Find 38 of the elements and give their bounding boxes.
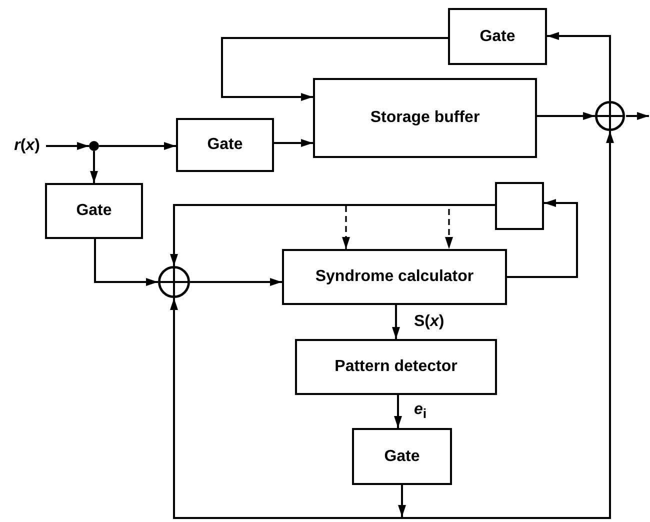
arrow <box>274 139 313 147</box>
signal-label: r(x) <box>8 134 46 158</box>
arrow <box>392 305 400 339</box>
arrow <box>99 142 176 150</box>
block-label: Pattern detector <box>334 358 458 376</box>
arrow <box>170 298 403 519</box>
arrow <box>190 278 282 286</box>
arrow <box>626 112 649 120</box>
arrow <box>46 142 89 150</box>
block-box <box>45 183 143 239</box>
block-box <box>282 249 507 305</box>
summing-junction-symbol <box>595 101 625 131</box>
block-box <box>448 8 547 65</box>
block-label: Gate <box>384 448 420 466</box>
block-box <box>352 428 452 485</box>
block-label: Gate <box>480 28 516 46</box>
block-label: Storage buffer <box>370 109 480 127</box>
arrow <box>221 37 448 101</box>
edge-label: S(x) <box>414 314 444 330</box>
block-label: Gate <box>207 136 243 154</box>
block-box <box>176 118 274 172</box>
summing-junction-symbol <box>158 266 190 298</box>
junction-dot <box>89 141 99 151</box>
arrow <box>394 395 402 428</box>
arrow <box>94 239 158 286</box>
empty-block-box <box>495 182 544 230</box>
arrow <box>507 199 578 278</box>
arrow <box>537 112 595 120</box>
block-box <box>295 339 497 395</box>
arrow <box>401 131 614 519</box>
arrow <box>90 151 98 183</box>
block-label: Gate <box>76 202 112 220</box>
arrow <box>170 204 495 266</box>
edge-label: e$_{i}$ <box>414 402 427 421</box>
block-label: Syndrome calculator <box>315 268 474 286</box>
block-box <box>313 78 537 158</box>
arrow <box>547 32 611 101</box>
arrow <box>398 485 406 517</box>
